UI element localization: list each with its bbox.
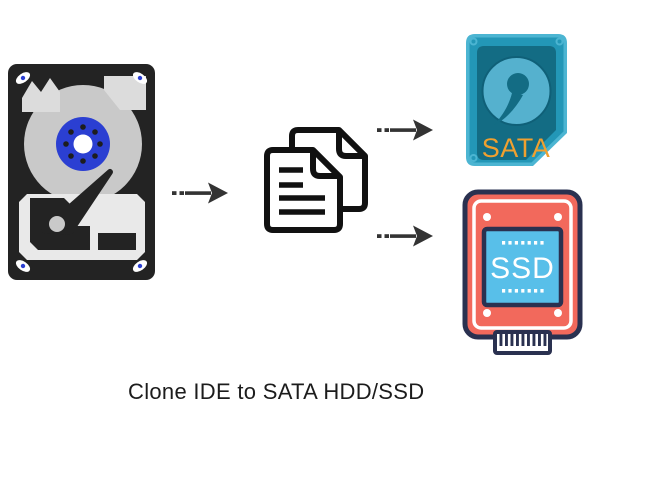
ssd-chip-dots (502, 241, 544, 293)
hdd-spindle-hub (56, 117, 110, 171)
hdd-mount-tabs (22, 76, 146, 112)
hdd-actuator-arm (41, 169, 113, 235)
sata-hdd-icon: SATA (466, 34, 567, 166)
ssd-chip (481, 226, 564, 308)
document-text-lines (279, 167, 325, 215)
documents-icon (264, 127, 368, 233)
hdd-corner-screws (15, 72, 148, 272)
ssd-inner-outline (472, 199, 573, 330)
ssd-corner-screws (483, 213, 562, 317)
dashed-arrow-icon (377, 119, 433, 141)
diagram-caption: Clone IDE to SATA HDD/SSD (128, 379, 425, 404)
sata-label: SATA (482, 133, 551, 163)
ide-hdd-icon (8, 64, 155, 280)
front-document (264, 147, 343, 233)
sata-spindle-arm (494, 73, 529, 125)
dashed-arrow-icon (172, 182, 228, 204)
ssd-label: SSD (490, 252, 555, 285)
ssd-connector (493, 330, 552, 355)
dashed-arrow-icon (377, 225, 433, 247)
sata-corner-screws (469, 37, 564, 162)
ssd-icon: SSD (462, 189, 583, 355)
